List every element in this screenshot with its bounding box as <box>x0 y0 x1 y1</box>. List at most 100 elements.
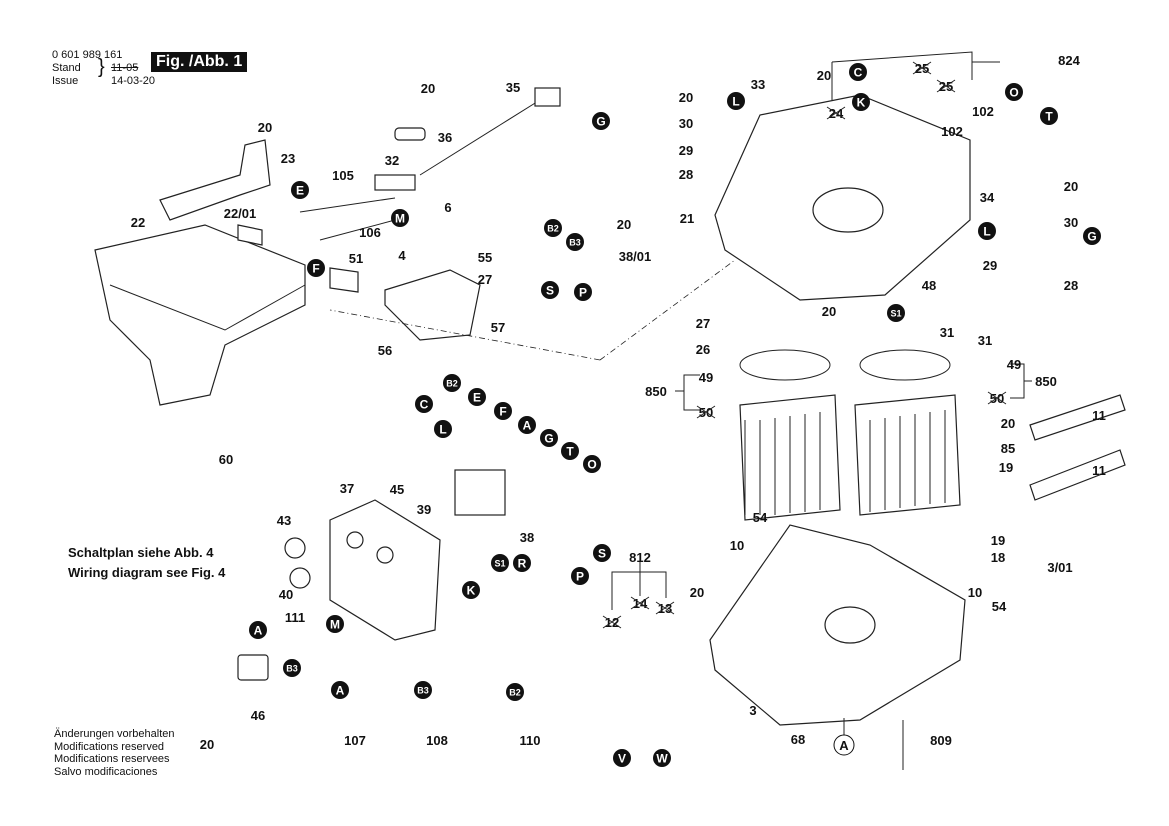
connector-marker: O <box>583 455 601 473</box>
marker-circle <box>727 92 745 110</box>
marker-circle <box>849 63 867 81</box>
marker-circle <box>434 420 452 438</box>
marker-letter: L <box>732 95 739 109</box>
part-callout: 110 <box>520 733 541 748</box>
part-callout: 37 <box>340 481 354 496</box>
marker-letter: T <box>566 445 574 459</box>
marker-letter: K <box>467 584 476 598</box>
part-callout: 34 <box>980 190 995 205</box>
connector-marker: O <box>1005 83 1023 101</box>
part-callout: 33 <box>751 77 765 92</box>
marker-letter: G <box>544 432 553 446</box>
marker-circle <box>574 283 592 301</box>
connector-marker: G <box>592 112 610 130</box>
part-callout: 20 <box>690 585 704 600</box>
connector-marker: G <box>1083 227 1101 245</box>
plug <box>534 87 561 107</box>
stand-label: Stand <box>52 62 81 74</box>
part-callout: 20 <box>679 90 693 105</box>
marker-letter: W <box>656 752 668 766</box>
marker-circle <box>544 219 562 237</box>
marker-letter: M <box>330 618 340 632</box>
marker-letter: B3 <box>286 664 298 674</box>
marker-circle <box>653 749 671 767</box>
marker-circle <box>326 615 344 633</box>
lid-part <box>159 139 271 221</box>
marker-letter: P <box>579 286 587 300</box>
marker-circle <box>291 181 309 199</box>
issue-label: Issue <box>52 75 79 87</box>
wire <box>299 197 396 241</box>
marker-circle <box>468 388 486 406</box>
knob-hole <box>376 546 394 564</box>
part-callout: 68 <box>791 732 805 747</box>
part-callout: 54 <box>753 510 768 525</box>
connector-marker: L <box>978 222 996 240</box>
knob <box>284 537 306 559</box>
marker-circle <box>887 304 905 322</box>
part-callout: 10 <box>968 585 982 600</box>
connector-marker: S <box>541 281 559 299</box>
part-callout: 51 <box>349 251 363 266</box>
marker-letter: G <box>596 115 605 129</box>
marker-circle <box>1083 227 1101 245</box>
handle-part <box>384 269 481 341</box>
marker-letter: G <box>1087 230 1096 244</box>
marker-letter: A <box>336 684 345 698</box>
part-callout: 26 <box>696 342 710 357</box>
connector-marker: B3 <box>414 681 432 699</box>
part-callout: 56 <box>378 343 392 358</box>
part-callout: 20 <box>822 304 836 319</box>
connector-marker: G <box>540 429 558 447</box>
part-callout: 19 <box>991 533 1005 548</box>
marker-circle <box>592 112 610 130</box>
connector-marker: A <box>249 621 267 639</box>
part-callout: 27 <box>696 316 710 331</box>
marker-circle <box>566 233 584 251</box>
mod-line: Modifications reserved <box>54 740 165 753</box>
marker-circle <box>494 402 512 420</box>
outlined-marker: A <box>833 734 855 756</box>
parts-drawing <box>94 51 1126 770</box>
marker-circle <box>978 222 996 240</box>
part-callout: 850 <box>1035 374 1057 389</box>
marker-circle <box>852 93 870 111</box>
part-callout: 45 <box>390 482 404 497</box>
marker-letter: C <box>854 66 863 80</box>
part-callout: 27 <box>478 272 492 287</box>
connector-marker: L <box>727 92 745 110</box>
strike-mark <box>630 596 650 610</box>
marker-letter: A <box>254 624 263 638</box>
part-callout: 29 <box>983 258 997 273</box>
part-callout: 49 <box>699 370 713 385</box>
part-callout: 11 <box>1092 463 1106 478</box>
part-callout: 29 <box>679 143 693 158</box>
marker-letter: S <box>598 547 606 561</box>
part-callout: 28 <box>679 167 693 182</box>
power-cable <box>419 99 541 176</box>
leader <box>843 718 904 770</box>
marker-circle <box>391 209 409 227</box>
marker-letter: B2 <box>509 688 521 698</box>
part-callout: 20 <box>1001 416 1015 431</box>
electronic-module <box>454 469 506 516</box>
part-callout: 824 <box>1058 53 1080 68</box>
part-callout: 107 <box>344 733 366 748</box>
part-callout: 22/01 <box>224 206 257 221</box>
part-callout: 39 <box>417 502 431 517</box>
mod-line: Salvo modificaciones <box>54 765 158 778</box>
connector-marker: C <box>849 63 867 81</box>
part-callout: 32 <box>385 153 399 168</box>
connector-marker: V <box>613 749 631 767</box>
part-callout: 6 <box>444 200 451 215</box>
marker-letter: B3 <box>569 238 581 248</box>
part-callout: 40 <box>279 587 293 602</box>
part-callout: 809 <box>930 733 952 748</box>
marker-circle <box>518 416 536 434</box>
connector-marker: P <box>574 283 592 301</box>
part-callout: 105 <box>332 168 354 183</box>
connector-marker: B3 <box>566 233 584 251</box>
marker-circle <box>283 659 301 677</box>
mod-line: Änderungen vorbehalten <box>54 728 175 740</box>
filter-strip <box>1029 394 1126 441</box>
